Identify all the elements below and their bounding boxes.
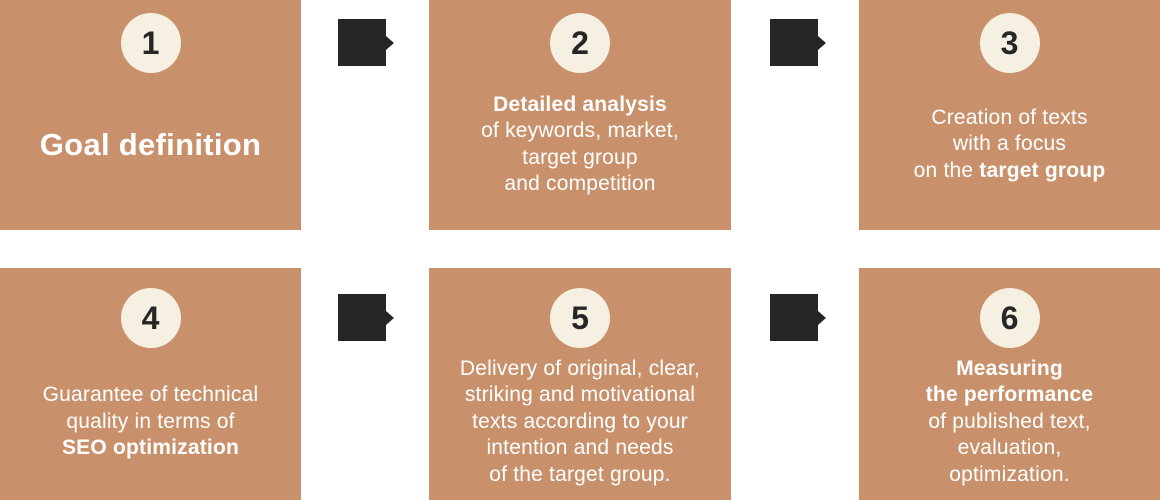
step-text-line: Guarantee of technical: [42, 383, 259, 407]
step-title: Goal definition: [39, 126, 262, 162]
step-number-badge: 1: [120, 13, 181, 73]
step-text-line: of the target group.: [489, 462, 671, 486]
step-panel-4: 4 Guarantee of technical quality in term…: [0, 268, 301, 500]
step-text-segment-bold: target group: [979, 158, 1106, 182]
step-text-line: intention and needs: [486, 436, 674, 460]
step-number-badge: 3: [979, 13, 1040, 73]
step-number-badge: 5: [550, 288, 610, 348]
step-text-line: texts according to your: [472, 409, 688, 433]
arrow-right-icon: [770, 294, 818, 341]
step-text-line: SEO optimization: [61, 436, 240, 460]
step-number: 6: [1000, 300, 1019, 336]
step-number: 4: [141, 300, 160, 336]
arrow-right-icon: [770, 19, 818, 66]
step-text-line: Creation of texts: [931, 105, 1088, 129]
step-text-line: Delivery of original, clear,: [459, 356, 701, 380]
arrow-right-icon: [338, 294, 386, 341]
step-text-line: target group: [522, 145, 638, 169]
step-text-line: of published text,: [928, 409, 1091, 433]
step-content: Guarantee of technical quality in terms …: [0, 348, 301, 500]
step-text-line: Detailed analysis: [493, 92, 667, 116]
step-text-line: quality in terms of: [66, 409, 235, 433]
step-text-line: on the target group: [914, 158, 1106, 185]
step-text-line: the performance: [925, 383, 1094, 407]
step-content: Goal definition: [0, 73, 301, 230]
step-text-line: evaluation,: [957, 436, 1062, 460]
step-text-line: Measuring: [956, 356, 1063, 380]
step-number-badge: 2: [550, 13, 610, 73]
step-number: 5: [571, 300, 589, 336]
step-number: 2: [571, 25, 589, 61]
step-text-line: with a focus: [952, 132, 1067, 156]
step-text-line: of keywords, market,: [481, 119, 679, 142]
step-number-badge: 6: [979, 288, 1040, 348]
step-text-segment: on the: [913, 158, 980, 182]
step-text-line: and competition: [504, 172, 656, 195]
step-panel-2: 2 Detailed analysis of keywords, market,…: [429, 0, 731, 230]
step-content: Measuring the performance of published t…: [859, 348, 1160, 500]
step-number: 1: [141, 25, 160, 61]
step-panel-3: 3 Creation of texts with a focus on the …: [859, 0, 1160, 230]
step-content: Delivery of original, clear, striking an…: [429, 348, 731, 500]
step-content: Creation of texts with a focus on the ta…: [859, 73, 1160, 230]
step-text-line: striking and motivational: [464, 383, 696, 407]
step-number: 3: [1000, 25, 1019, 61]
step-panel-5: 5 Delivery of original, clear, striking …: [429, 268, 731, 500]
step-text-line: optimization.: [949, 462, 1070, 486]
arrow-right-icon: [338, 19, 386, 66]
step-number-badge: 4: [120, 288, 181, 348]
step-content: Detailed analysis of keywords, market, t…: [429, 73, 731, 230]
step-panel-1: 1 Goal definition: [0, 0, 301, 230]
step-panel-6: 6 Measuring the performance of published…: [859, 268, 1160, 500]
